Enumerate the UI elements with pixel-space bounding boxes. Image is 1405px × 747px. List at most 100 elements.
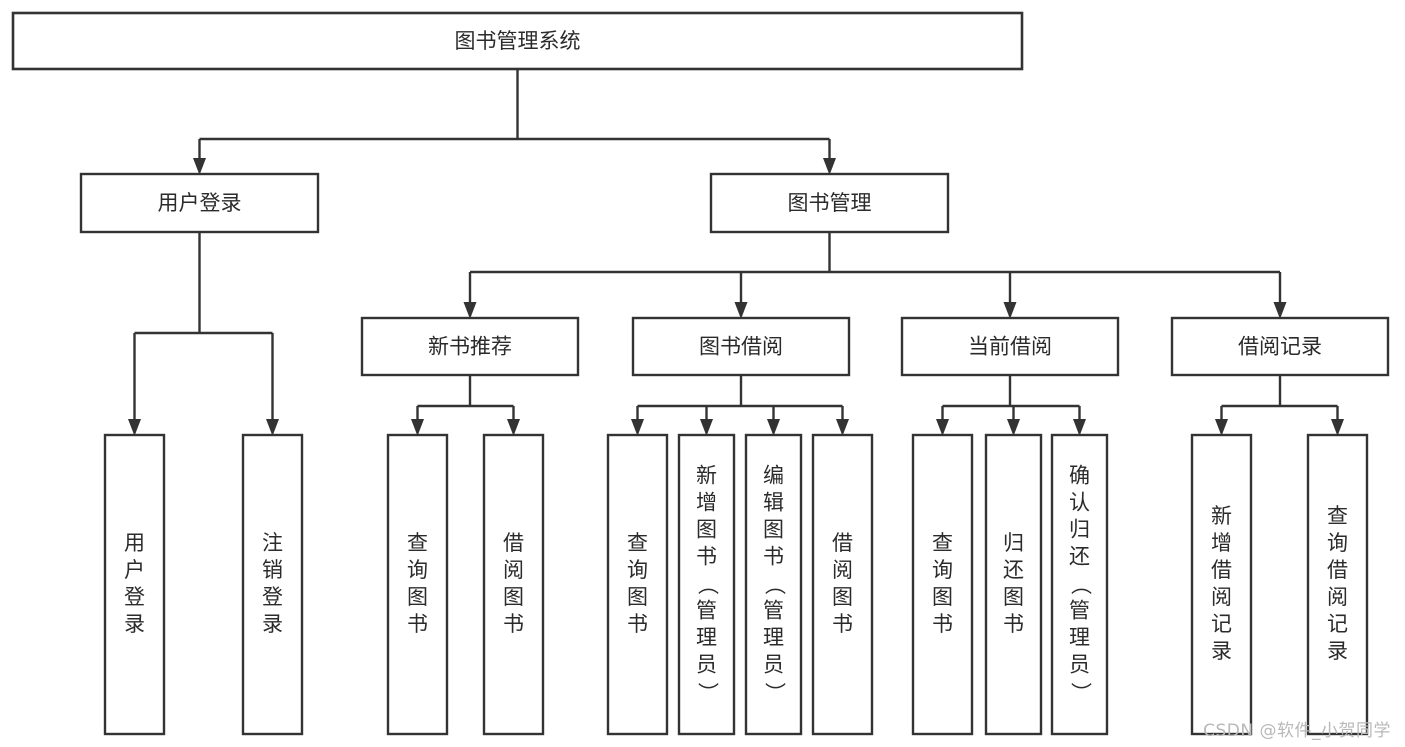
node-label-leaf-query-borrow-record-char: 借 — [1327, 558, 1348, 582]
node-root[interactable]: 图书管理系统 — [11, 11, 1024, 71]
node-box-leaf-query-book-2[interactable] — [606, 433, 669, 736]
connector-group-current-borrow — [936, 375, 1086, 436]
node-box-leaf-add-book-admin[interactable] — [677, 433, 736, 736]
node-label-leaf-add-borrow-record-char: 记 — [1211, 612, 1232, 636]
node-box-current-borrow[interactable] — [900, 316, 1120, 377]
node-book-borrow[interactable]: 图书借阅 — [631, 316, 851, 377]
node-label-leaf-confirm-return-admin-char: 员 — [1069, 653, 1090, 677]
connector-group-new-book-recommend — [411, 375, 520, 436]
arrow-head-icon — [507, 419, 520, 436]
node-label-leaf-edit-book-admin-char: 员 — [763, 653, 784, 677]
node-box-user-login[interactable] — [79, 172, 320, 234]
node-label-leaf-add-borrow-record-char: 新 — [1211, 504, 1232, 528]
node-box-leaf-logout[interactable] — [241, 433, 304, 736]
node-label-leaf-confirm-return-admin-char: 管 — [1069, 599, 1090, 623]
arrow-head-icon — [1073, 419, 1086, 436]
node-leaf-user-login[interactable]: 用户登录 — [103, 433, 166, 736]
node-label-leaf-query-borrow-record-char: 录 — [1327, 639, 1348, 663]
arrow-head-icon — [823, 158, 836, 175]
arrow-head-icon — [936, 419, 949, 436]
node-label-root: 图书管理系统 — [455, 29, 581, 53]
node-box-leaf-query-book-3[interactable] — [911, 433, 974, 736]
arrow-head-icon — [1215, 419, 1228, 436]
arrow-head-icon — [128, 419, 141, 436]
arrow-head-icon — [734, 302, 748, 319]
node-box-root[interactable] — [11, 11, 1024, 71]
node-user-login[interactable]: 用户登录 — [79, 172, 320, 234]
node-label-leaf-confirm-return-admin-char: 确 — [1069, 464, 1090, 488]
node-label-leaf-edit-book-admin-char: ） — [763, 682, 787, 703]
arrow-head-icon — [1331, 419, 1344, 436]
node-box-book-borrow[interactable] — [631, 316, 851, 377]
node-new-book-recommend[interactable]: 新书推荐 — [360, 316, 580, 377]
node-label-leaf-edit-book-admin-char: 编 — [763, 464, 784, 488]
node-box-leaf-add-borrow-record[interactable] — [1190, 433, 1253, 736]
arrow-head-icon — [631, 419, 644, 436]
node-label-leaf-confirm-return-admin-char: （ — [1069, 574, 1093, 595]
node-label-leaf-user-login-char: 登 — [124, 585, 145, 609]
node-current-borrow[interactable]: 当前借阅 — [900, 316, 1120, 377]
node-borrow-record[interactable]: 借阅记录 — [1170, 316, 1390, 377]
node-box-leaf-borrow-book-1[interactable] — [482, 433, 545, 736]
arrow-head-icon — [700, 419, 713, 436]
node-box-leaf-edit-book-admin[interactable] — [744, 433, 803, 736]
node-box-leaf-confirm-return-admin[interactable] — [1050, 433, 1109, 736]
node-box-leaf-query-borrow-record[interactable] — [1306, 433, 1369, 736]
node-label-leaf-query-book-3-char: 询 — [932, 558, 953, 582]
node-box-leaf-user-login[interactable] — [103, 433, 166, 736]
node-label-leaf-edit-book-admin-char: 管 — [763, 599, 784, 623]
node-label-leaf-query-book-1-char: 询 — [407, 558, 428, 582]
node-label-leaf-borrow-book-1-char: 借 — [503, 531, 524, 555]
arrow-head-icon — [836, 419, 849, 436]
node-label-leaf-borrow-book-1-char: 阅 — [503, 558, 524, 582]
arrow-head-icon — [1003, 302, 1017, 319]
node-label-new-book-recommend: 新书推荐 — [428, 335, 512, 359]
node-label-leaf-query-book-3-char: 查 — [932, 531, 953, 555]
node-label-leaf-logout-char: 销 — [262, 558, 283, 582]
node-box-leaf-borrow-book-2[interactable] — [811, 433, 874, 736]
node-label-leaf-add-borrow-record-char: 阅 — [1211, 585, 1232, 609]
node-label-leaf-logout-char: 注 — [262, 531, 283, 555]
connector-layer — [128, 69, 1344, 436]
arrow-head-icon — [266, 419, 279, 436]
node-box-book-manage[interactable] — [709, 172, 950, 234]
node-label-leaf-add-borrow-record-char: 增 — [1211, 531, 1232, 555]
node-box-leaf-query-book-1[interactable] — [386, 433, 449, 736]
arrow-head-icon — [193, 158, 206, 175]
node-label-leaf-add-book-admin-char: 员 — [696, 653, 717, 677]
node-box-new-book-recommend[interactable] — [360, 316, 580, 377]
node-label-leaf-query-book-2-char: 询 — [627, 558, 648, 582]
node-label-leaf-add-book-admin-char: 新 — [696, 464, 717, 488]
node-layer: 图书管理系统用户登录图书管理新书推荐图书借阅当前借阅借阅记录用户登录注销登录查询… — [11, 11, 1390, 736]
node-book-manage[interactable]: 图书管理 — [709, 172, 950, 234]
node-box-leaf-return-book[interactable] — [984, 433, 1043, 736]
arrow-head-icon — [463, 302, 477, 319]
node-label-leaf-query-borrow-record-char: 记 — [1327, 612, 1348, 636]
node-label-leaf-edit-book-admin-char: （ — [763, 574, 787, 595]
node-label-current-borrow: 当前借阅 — [968, 335, 1052, 359]
node-label-leaf-add-book-admin-char: 增 — [696, 491, 717, 515]
node-label-leaf-add-book-admin-char: （ — [696, 574, 720, 595]
node-label-leaf-add-book-admin-char: 书 — [696, 545, 717, 569]
node-box-borrow-record[interactable] — [1170, 316, 1390, 377]
arrow-head-icon — [767, 419, 780, 436]
node-label-leaf-edit-book-admin-char: 辑 — [763, 491, 784, 515]
node-label-leaf-borrow-book-2-char: 阅 — [832, 558, 853, 582]
node-label-leaf-user-login-char: 户 — [124, 558, 145, 582]
node-label-leaf-confirm-return-admin-char: ） — [1069, 682, 1093, 703]
node-label-leaf-return-book-char: 还 — [1003, 558, 1024, 582]
